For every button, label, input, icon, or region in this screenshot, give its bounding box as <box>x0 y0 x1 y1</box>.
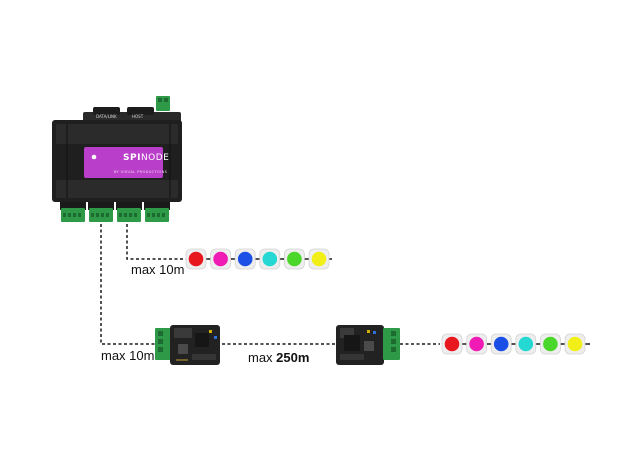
led-pixel <box>188 251 204 267</box>
distance-label-transmitter-to-receiver: max 250m <box>248 350 309 365</box>
led-pixel <box>567 336 583 352</box>
distance-label-output-to-strip: max 10m <box>131 262 184 277</box>
spi-receiver-module <box>336 325 400 365</box>
output-terminal-blocks <box>60 202 170 222</box>
device-front-panel <box>84 147 163 178</box>
link-output-2-to-transmitter <box>100 224 157 345</box>
led-pixel <box>518 336 534 352</box>
led-pixel <box>213 251 228 267</box>
connection-lines <box>100 224 440 345</box>
led-pixel <box>493 336 509 352</box>
transmitter-terminal-block <box>155 328 172 360</box>
device-brand-name: SPINODE <box>123 153 169 163</box>
device-top-label-host: HOST <box>132 114 144 119</box>
receiver-status-led <box>367 330 370 333</box>
spi-node-controller: DATA/LINK HOST SPINODE BY VISUAL PRODUCT… <box>52 96 182 222</box>
led-pixel <box>543 336 558 352</box>
led-pixel <box>237 251 253 267</box>
led-pixel <box>287 251 302 267</box>
host-terminal-block <box>156 96 170 111</box>
device-brand-subtitle: BY VISUAL PRODUCTIONS <box>114 170 168 174</box>
led-pixel <box>311 251 327 267</box>
led-pixel <box>444 336 460 352</box>
led-pixel <box>262 251 278 267</box>
led-pixel <box>469 336 484 352</box>
status-led <box>91 154 97 160</box>
distance-label-output-to-transmitter: max 10m <box>101 348 154 363</box>
link-output-1-to-strip <box>126 224 188 260</box>
led-strip-long-run <box>441 333 590 355</box>
transmitter-status-led <box>209 330 212 333</box>
spi-transmitter-module <box>155 325 220 365</box>
led-strip-short-run <box>185 248 332 270</box>
device-top-label-data: DATA/LINK <box>96 114 117 119</box>
